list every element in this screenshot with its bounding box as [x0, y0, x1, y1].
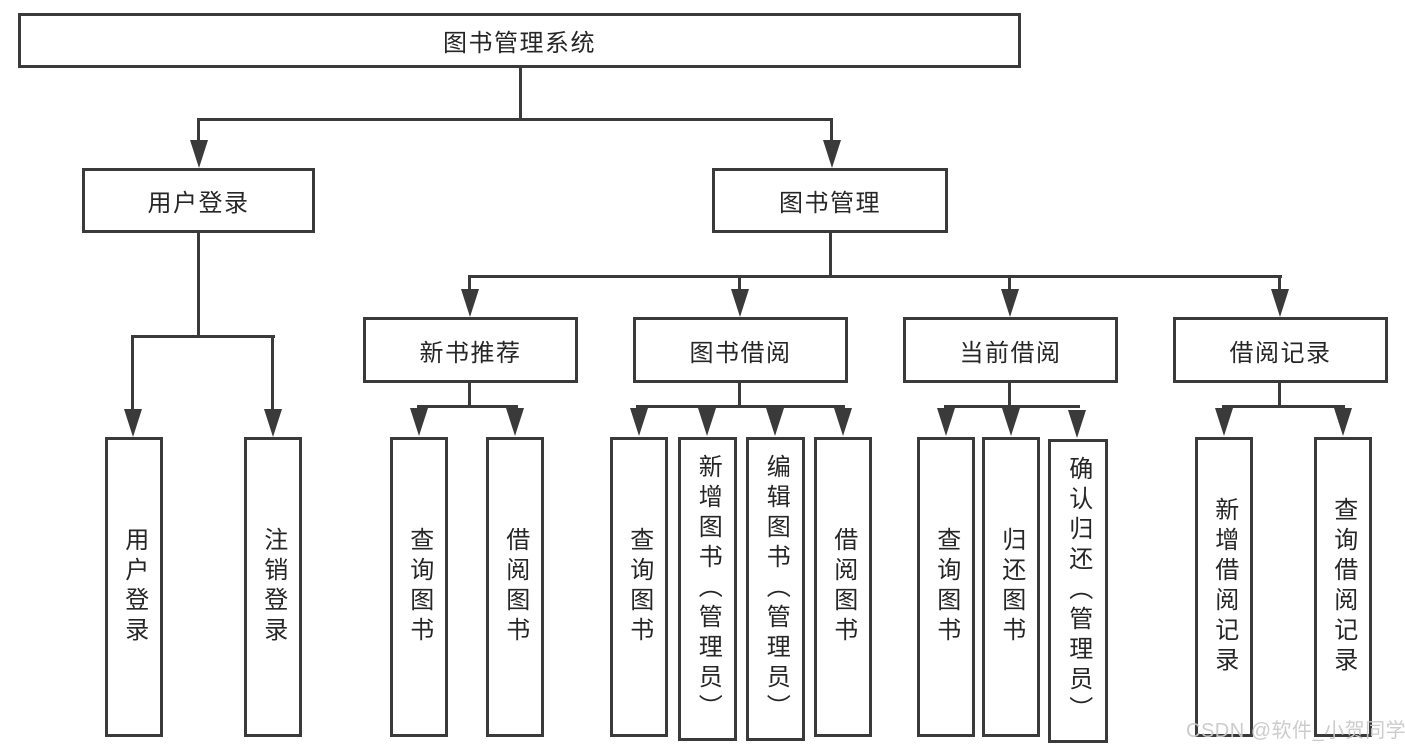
connector-userlogin-split — [131, 335, 275, 338]
connector-level2-branch — [1008, 275, 1011, 291]
connector-records-split — [1222, 405, 1345, 408]
node-book-management-label: 图书管理 — [779, 190, 881, 217]
connector-userlogin-right — [271, 335, 274, 410]
leaf-user-login: 用户登录 — [105, 437, 163, 737]
node-current-borrowing-label: 当前借阅 — [959, 339, 1062, 367]
node-book-borrowing-label: 图书借阅 — [689, 339, 792, 367]
arrowhead-down-icon — [506, 408, 524, 436]
connector-userlogin-left — [131, 335, 134, 410]
csdn-watermark: CSDN @软件_小贺同学 — [1186, 720, 1405, 742]
node-root-label: 图书管理系统 — [443, 30, 596, 57]
leaf-borrow-books-borrowing: 借阅图书 — [814, 437, 872, 737]
node-user-login-label: 用户登录 — [147, 190, 250, 217]
leaf-add-book-admin: 新增图书（管理员） — [678, 437, 737, 741]
leaf-user-login-label: 用户登录 — [120, 527, 148, 647]
leaf-query-borrow-record: 查询借阅记录 — [1314, 437, 1372, 737]
connector-level2-split — [468, 275, 1282, 278]
connector-recommend-stem — [468, 383, 471, 408]
node-borrow-records: 借阅记录 — [1173, 317, 1388, 383]
arrowhead-down-icon — [264, 409, 282, 437]
connector-root-stem — [519, 68, 522, 118]
connector-current-stem — [1008, 383, 1011, 408]
connector-level1-right — [830, 118, 833, 144]
arrowhead-down-icon — [461, 289, 479, 317]
connector-userlogin-stem — [197, 233, 200, 335]
leaf-add-borrow-record: 新增借阅记录 — [1195, 437, 1253, 737]
arrowhead-down-icon — [630, 408, 648, 436]
connector-level1-split — [197, 118, 833, 121]
arrowhead-down-icon — [937, 408, 955, 436]
leaf-query-books-borrowing-label: 查询图书 — [625, 527, 653, 647]
node-book-management: 图书管理 — [712, 168, 948, 233]
connector-level2-branch — [738, 275, 741, 291]
leaf-query-books-current-label: 查询图书 — [932, 527, 960, 647]
arrowhead-down-icon — [190, 140, 208, 168]
leaf-add-book-admin-label: 新增图书（管理员） — [694, 454, 722, 724]
connector-records-stem — [1278, 383, 1281, 408]
arrowhead-down-icon — [1334, 408, 1352, 436]
connector-borrowing-stem — [738, 383, 741, 408]
arrowhead-down-icon — [1002, 408, 1020, 436]
leaf-edit-book-admin: 编辑图书（管理员） — [746, 437, 805, 741]
node-book-borrowing: 图书借阅 — [633, 317, 848, 383]
leaf-confirm-return-admin-label: 确认归还（管理员） — [1064, 456, 1092, 726]
leaf-query-borrow-record-label: 查询借阅记录 — [1329, 497, 1357, 677]
leaf-borrow-books-borrowing-label: 借阅图书 — [829, 527, 857, 647]
arrowhead-down-icon — [1271, 289, 1289, 317]
arrowhead-down-icon — [1068, 410, 1086, 438]
arrowhead-down-icon — [410, 408, 428, 436]
leaf-return-books: 归还图书 — [982, 437, 1040, 737]
node-borrow-records-label: 借阅记录 — [1229, 339, 1332, 367]
leaf-borrow-books-recommend: 借阅图书 — [486, 437, 544, 737]
arrowhead-down-icon — [1215, 408, 1233, 436]
connector-level1-left — [197, 118, 200, 144]
leaf-query-books-recommend-label: 查询图书 — [405, 527, 433, 647]
arrowhead-down-icon — [1001, 289, 1019, 317]
leaf-logout-label: 注销登录 — [259, 527, 287, 647]
leaf-confirm-return-admin: 确认归还（管理员） — [1048, 439, 1108, 743]
node-new-book-recommend: 新书推荐 — [363, 317, 578, 383]
connector-level2-branch — [1278, 275, 1281, 291]
leaf-query-books-current: 查询图书 — [917, 437, 975, 737]
leaf-return-books-label: 归还图书 — [997, 527, 1025, 647]
leaf-borrow-books-recommend-label: 借阅图书 — [501, 527, 529, 647]
connector-recommend-split — [417, 405, 518, 408]
leaf-query-books-recommend: 查询图书 — [390, 437, 448, 737]
connector-borrowing-split — [636, 405, 845, 408]
connector-bookmgmt-stem — [829, 233, 832, 275]
connector-current-split — [944, 405, 1080, 408]
arrowhead-down-icon — [698, 408, 716, 436]
node-new-book-recommend-label: 新书推荐 — [419, 339, 522, 367]
arrowhead-down-icon — [766, 408, 784, 436]
leaf-add-borrow-record-label: 新增借阅记录 — [1210, 497, 1238, 677]
node-user-login: 用户登录 — [82, 168, 315, 233]
node-current-borrowing: 当前借阅 — [903, 317, 1118, 383]
connector-level2-branch — [468, 275, 471, 291]
arrowhead-down-icon — [124, 409, 142, 437]
arrowhead-down-icon — [731, 289, 749, 317]
arrowhead-down-icon — [823, 140, 841, 168]
arrowhead-down-icon — [834, 408, 852, 436]
leaf-logout: 注销登录 — [244, 437, 302, 737]
node-root: 图书管理系统 — [18, 13, 1021, 68]
leaf-query-books-borrowing: 查询图书 — [610, 437, 668, 737]
leaf-edit-book-admin-label: 编辑图书（管理员） — [762, 454, 790, 724]
